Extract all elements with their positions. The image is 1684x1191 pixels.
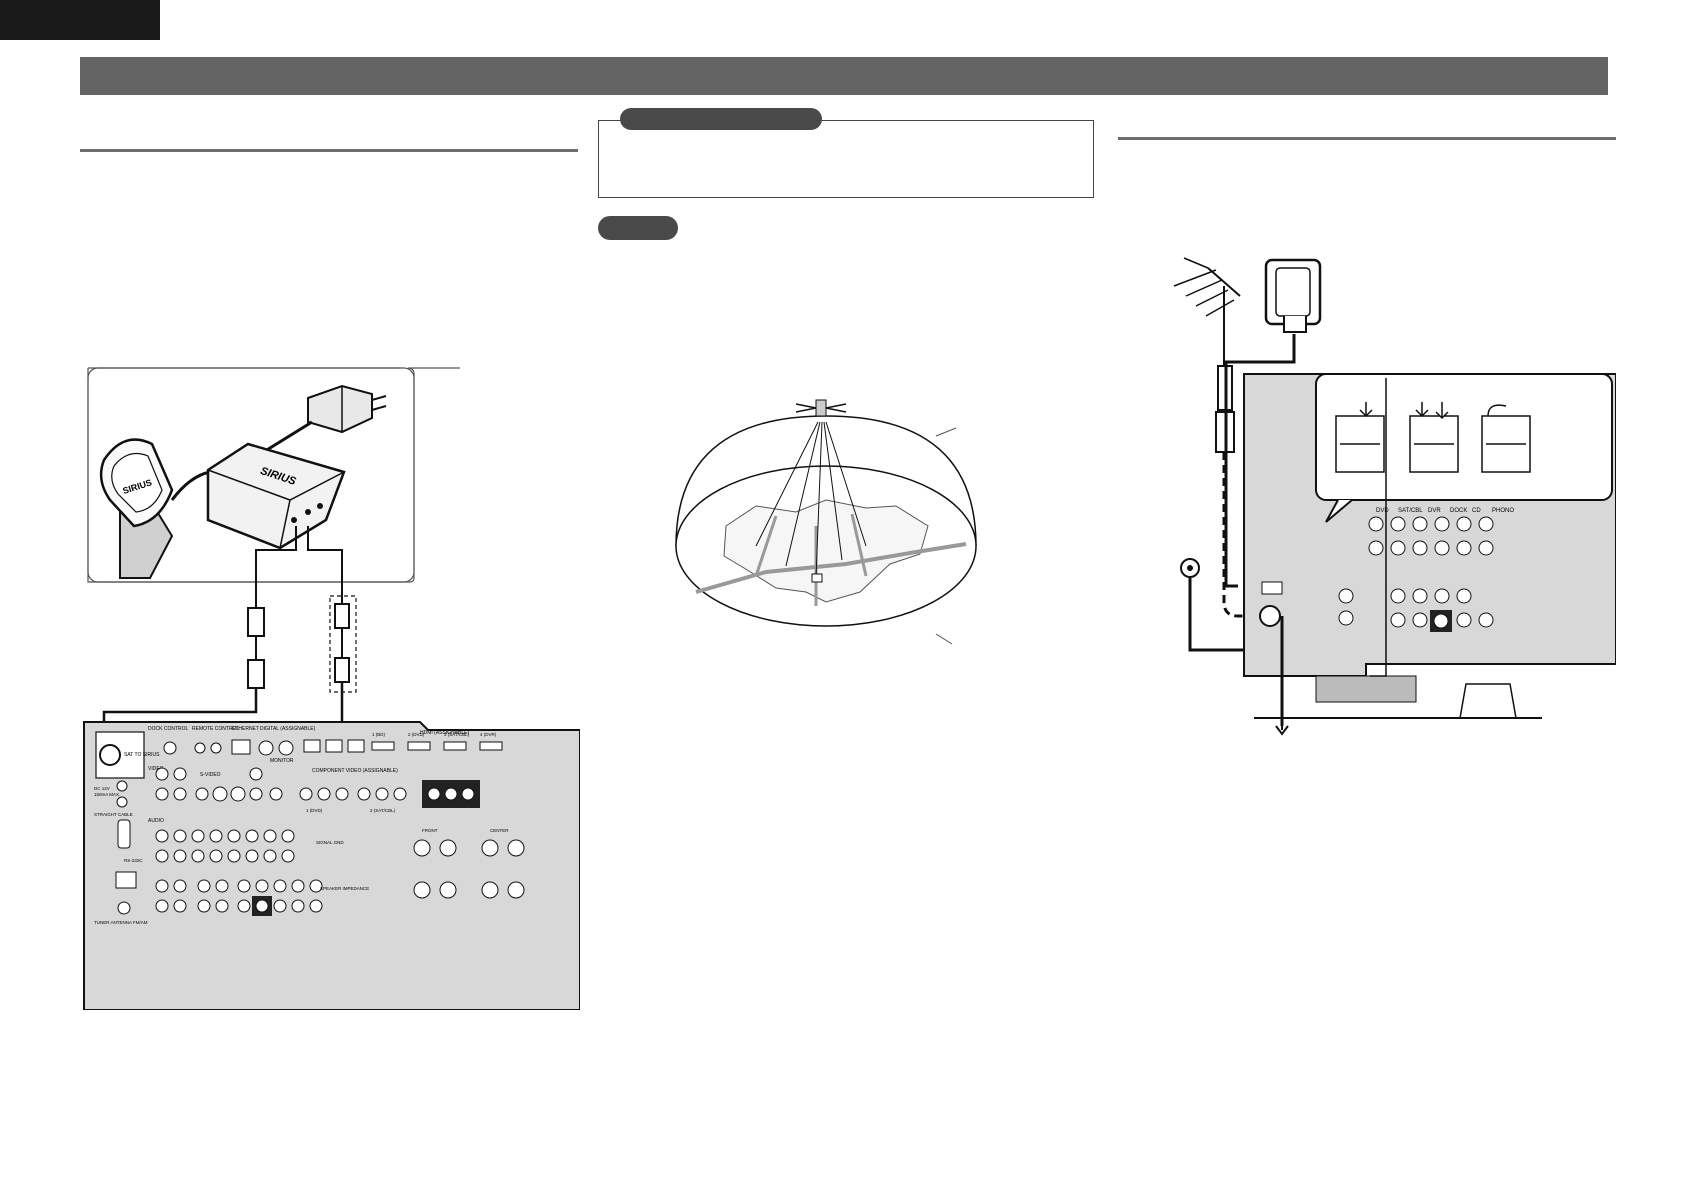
sirius-tuner-icon: SIRIUS [206,442,346,550]
label-dock-control: DOCK CONTROL [148,726,189,732]
fm-am-antenna-diagram: DVD SAT/CBL DVR DOCK CD PHONO [1173,257,1616,736]
satellite-coverage-diagram [675,399,977,645]
dc-plug-bottom [247,659,265,689]
dc-plug-top [247,607,265,637]
am-terminal [1261,581,1283,595]
rca-jack-grid [1338,516,1494,628]
label-rs232c: RS-232C [124,858,143,863]
label-center: CENTER [490,828,509,833]
label-speaker-impedance: SPEAKER IMPEDANCE [320,886,369,891]
hdmi-input-2: 2 (DVD) [408,732,425,737]
label-tuner-antenna: TUNER ANTENNA FM/AM [94,920,148,925]
notice-box [598,120,1094,198]
sirius-input-label: SAT TO SIRIUS [124,752,160,758]
label-signal-gnd: SIGNAL GND [316,840,344,845]
satellite-icon [795,399,847,417]
right-label-dock: DOCK [1450,508,1467,514]
video-jack-row [155,767,407,802]
label-video: VIDEO [148,766,164,772]
north-america-map [723,499,929,603]
data-plug-bottom [334,657,350,683]
terminal-detail-callout [1315,373,1613,501]
hdmi-input-4: 4 (DVR) [480,732,497,737]
language-tab [0,0,160,40]
label-component-video: COMPONENT VIDEO (ASSIGNABLE) [312,768,398,774]
ground-lug-icon [1180,558,1252,652]
receiver-rear-panel: SAT TO SIRIUS DOCK CONTROL REMOTE CONTRO… [83,721,580,1010]
fm-antenna-icon [1173,257,1241,366]
grounding-post [1370,378,1387,677]
cable-data [307,526,343,610]
label-audio: AUDIO [148,818,164,824]
right-label-phono: PHONO [1492,508,1514,514]
label-monitor: MONITOR [270,758,294,764]
audio-jack-rows [155,829,323,913]
sirius-input-jack [99,744,121,766]
hdmi-input-3: 3 (SAT/CBL) [444,732,470,737]
speaker-terminals [413,839,525,899]
label-front: FRONT [422,828,438,833]
terminal-step-1 [1335,402,1385,473]
component-input-1: 1 (DVD) [306,808,323,813]
cable-dc [255,526,297,610]
label-ethernet: ETHERNET [232,726,259,732]
notice-heading-pill [620,108,822,130]
component-input-2: 2 (SAT/CBL) [370,808,396,813]
label-hdmi-assignable: HDMI (ASSIGNABLE) [420,730,470,736]
label-digital-assignable: DIGITAL (ASSIGNABLE) [260,726,316,732]
sirius-connection-diagram: SIRIUS SIRIUS SAT TO SIRIUS DOCK CONTROL… [83,367,580,1010]
column1-heading-rule [80,149,578,152]
am-cable [1224,334,1296,588]
note-heading-pill [598,216,678,240]
label-dc-150ma: 150mA MAX. [94,792,120,797]
right-label-dvd: DVD [1376,508,1389,514]
tuner-frame-box [87,367,415,583]
column3-heading-rule [1118,137,1616,140]
sirius-antenna-icon: SIRIUS [99,438,174,579]
ground-station-icon [811,573,823,583]
satellite-beams [755,421,867,579]
ground-stake [1459,683,1517,719]
label-dc-12v: DC 12V [94,786,110,791]
right-label-cd: CD [1472,508,1481,514]
right-label-satcbl: SAT/CBL [1398,508,1423,514]
ac-adapter-icon [307,384,387,434]
am-loop-antenna-icon [1264,258,1322,333]
label-remote-control: REMOTE CONTROL [192,726,239,732]
right-label-dvr: DVR [1428,508,1441,514]
label-straight-cable: STRAIGHT CABLE [94,812,133,817]
fm-cable-dashed [1222,452,1262,618]
terminal-step-2 [1409,402,1459,473]
fm-coax-jack [1259,605,1281,627]
label-s-video: S-VIDEO [200,772,221,778]
section-title-bar [80,57,1608,95]
data-plug-top [334,603,350,629]
terminal-step-3 [1481,404,1531,473]
antenna-cable [170,470,211,501]
hdmi-input-1: 1 (BD) [372,732,386,737]
